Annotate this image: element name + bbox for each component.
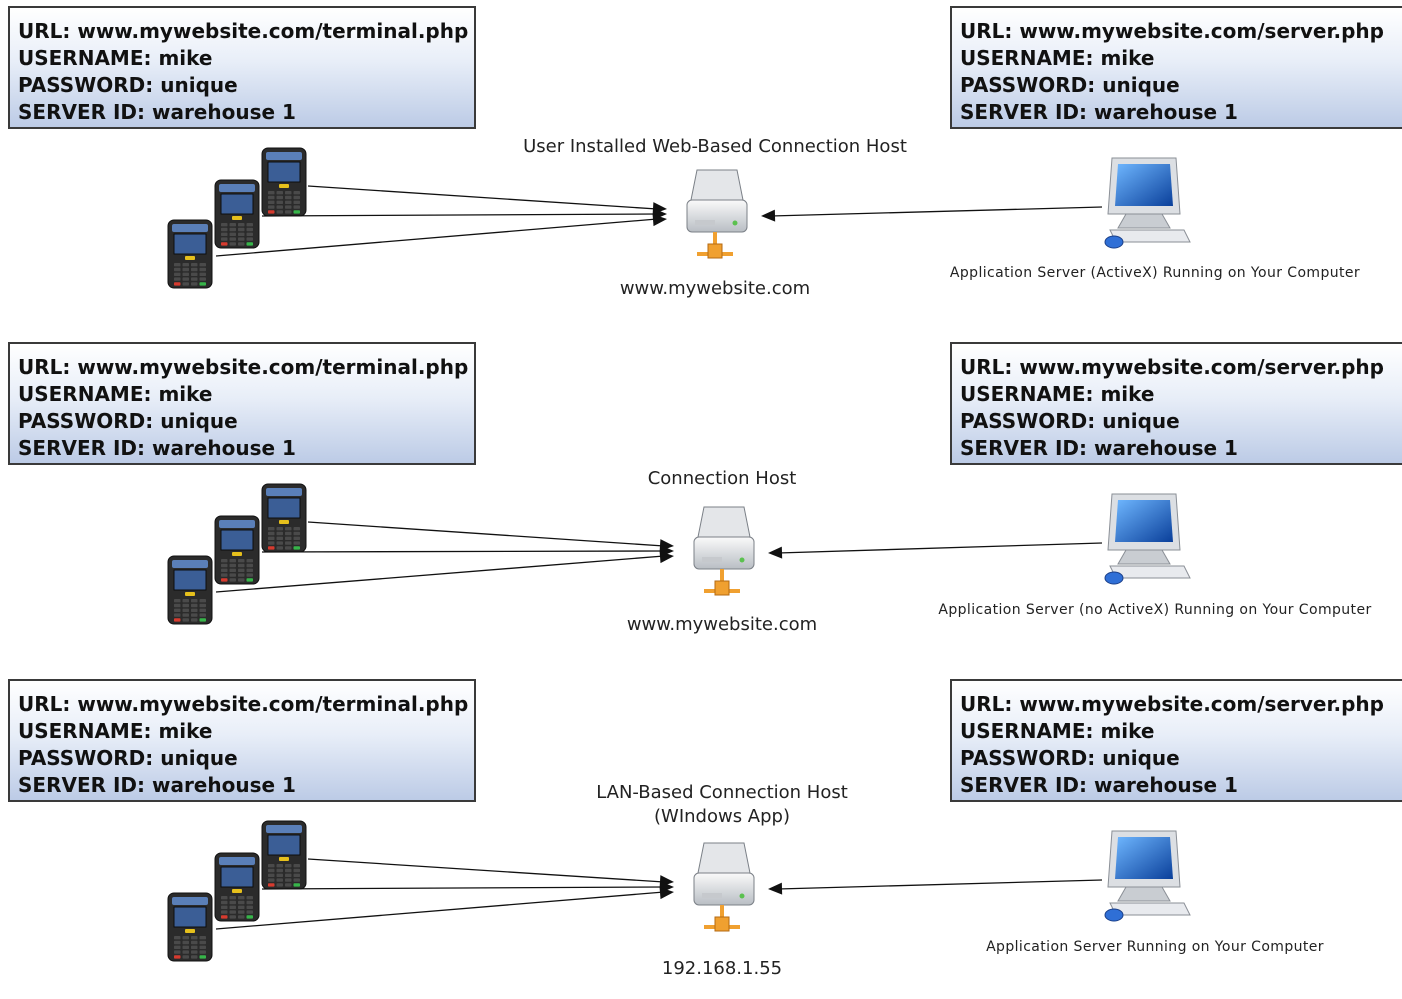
connection-links — [167, 820, 1191, 962]
password-text: PASSWORD: unique — [960, 746, 1180, 770]
arrowhead — [652, 214, 667, 227]
connection-host-subtitle: (WIndows App) — [654, 806, 790, 827]
connection-host-title: LAN-Based Connection Host — [596, 782, 848, 803]
username-text: USERNAME: mike — [960, 382, 1155, 406]
connection-host-icon — [693, 506, 755, 596]
terminal-link-arrow — [261, 550, 665, 553]
password-text: PASSWORD: unique — [18, 746, 238, 770]
desktop-computer-icon — [1104, 157, 1191, 249]
connection-host-title: Connection Host — [647, 468, 797, 489]
username-text: USERNAME: mike — [960, 719, 1155, 743]
handheld-terminal-icon — [214, 515, 260, 585]
application-server-label: Application Server Running on Your Compu… — [986, 939, 1324, 955]
handheld-terminal-icon — [261, 483, 307, 553]
url-text: URL: www.mywebsite.com/server.php — [960, 19, 1384, 43]
arrowhead — [659, 551, 674, 564]
arrowhead — [659, 887, 674, 900]
connection-host-title: User Installed Web-Based Connection Host — [523, 136, 907, 157]
connection-links — [167, 483, 1191, 625]
arrowhead — [768, 882, 783, 895]
terminal-link-arrow — [215, 555, 665, 593]
username-text: USERNAME: mike — [18, 719, 213, 743]
handheld-terminal-icon — [261, 820, 307, 890]
password-text: PASSWORD: unique — [18, 73, 238, 97]
url-text: URL: www.mywebsite.com/terminal.php — [18, 355, 469, 379]
username-text: USERNAME: mike — [18, 46, 213, 70]
handheld-terminal-icon — [261, 147, 307, 217]
url-text: URL: www.mywebsite.com/server.php — [960, 355, 1384, 379]
server-id-text: SERVER ID: warehouse 1 — [960, 100, 1238, 124]
desktop-computer-icon — [1104, 830, 1191, 922]
desktop-computer-icon — [1104, 493, 1191, 585]
terminal-link-arrow — [261, 886, 665, 890]
handheld-terminal-icon — [214, 852, 260, 922]
server-link-arrow — [777, 879, 1103, 890]
connection-host-address: www.mywebsite.com — [626, 614, 818, 635]
password-text: PASSWORD: unique — [18, 409, 238, 433]
connection-host-address: www.mywebsite.com — [619, 278, 811, 299]
terminal-link-arrow — [307, 521, 665, 547]
terminal-link-arrow — [307, 858, 665, 883]
connection-host-address: 192.168.1.55 — [661, 958, 783, 979]
username-text: USERNAME: mike — [960, 46, 1155, 70]
username-text: USERNAME: mike — [18, 382, 213, 406]
url-text: URL: www.mywebsite.com/terminal.php — [18, 19, 469, 43]
server-id-text: SERVER ID: warehouse 1 — [960, 436, 1238, 460]
handheld-terminal-icon — [167, 219, 213, 289]
handheld-terminal-icon — [167, 555, 213, 625]
handheld-terminal-icon — [167, 892, 213, 962]
arrowhead — [768, 546, 783, 559]
server-id-text: SERVER ID: warehouse 1 — [18, 100, 296, 124]
application-server-label: Application Server (no ActiveX) Running … — [938, 602, 1372, 618]
terminal-link-arrow — [215, 218, 658, 257]
connection-links — [167, 147, 1191, 289]
url-text: URL: www.mywebsite.com/server.php — [960, 692, 1384, 716]
arrowhead — [761, 209, 776, 222]
url-text: URL: www.mywebsite.com/terminal.php — [18, 692, 469, 716]
server-link-arrow — [770, 206, 1103, 217]
handheld-terminal-icon — [214, 179, 260, 249]
server-id-text: SERVER ID: warehouse 1 — [18, 773, 296, 797]
terminal-link-arrow — [307, 185, 658, 210]
server-link-arrow — [777, 542, 1103, 554]
application-server-label: Application Server (ActiveX) Running on … — [949, 265, 1361, 281]
server-id-text: SERVER ID: warehouse 1 — [18, 436, 296, 460]
server-id-text: SERVER ID: warehouse 1 — [960, 773, 1238, 797]
password-text: PASSWORD: unique — [960, 73, 1180, 97]
connection-host-icon — [686, 169, 748, 259]
terminal-link-arrow — [215, 891, 665, 930]
password-text: PASSWORD: unique — [960, 409, 1180, 433]
connection-host-icon — [693, 842, 755, 932]
terminal-link-arrow — [261, 213, 658, 217]
